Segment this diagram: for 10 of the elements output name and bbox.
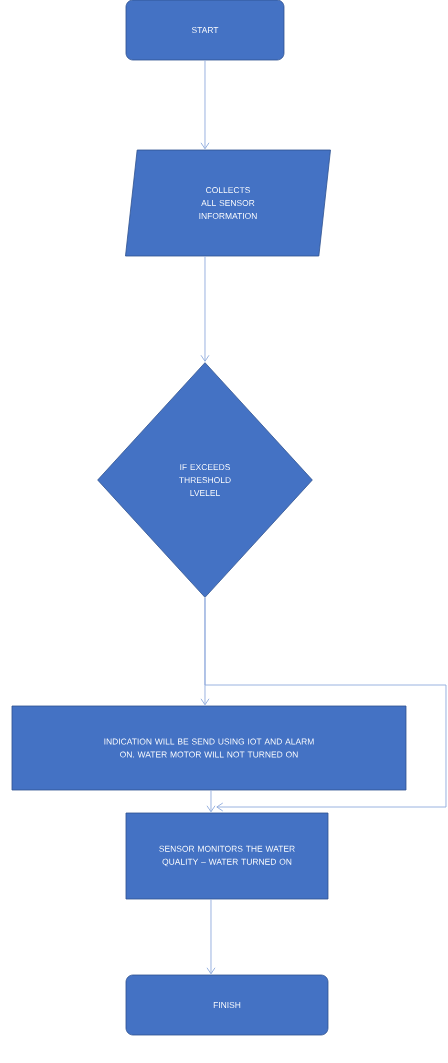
input-parallelogram: COLLECTS ALL SENSOR INFORMATION	[125, 149, 331, 257]
arrow	[204, 597, 447, 812]
process-box: INDICATION WILL BE SEND USING IOT AND ALARM ON. WATER MOTOR WILL NOT TURNED ON	[11, 705, 407, 791]
process-box: SENSOR MONITORS THE WATER QUALITY – WATER TURNED ON	[125, 812, 329, 900]
start-terminal: START	[125, 0, 285, 61]
arrow	[200, 255, 210, 362]
end-terminal: FINISH	[125, 974, 329, 1036]
arrow	[206, 898, 216, 975]
arrow	[200, 59, 210, 150]
arrow	[206, 789, 216, 813]
